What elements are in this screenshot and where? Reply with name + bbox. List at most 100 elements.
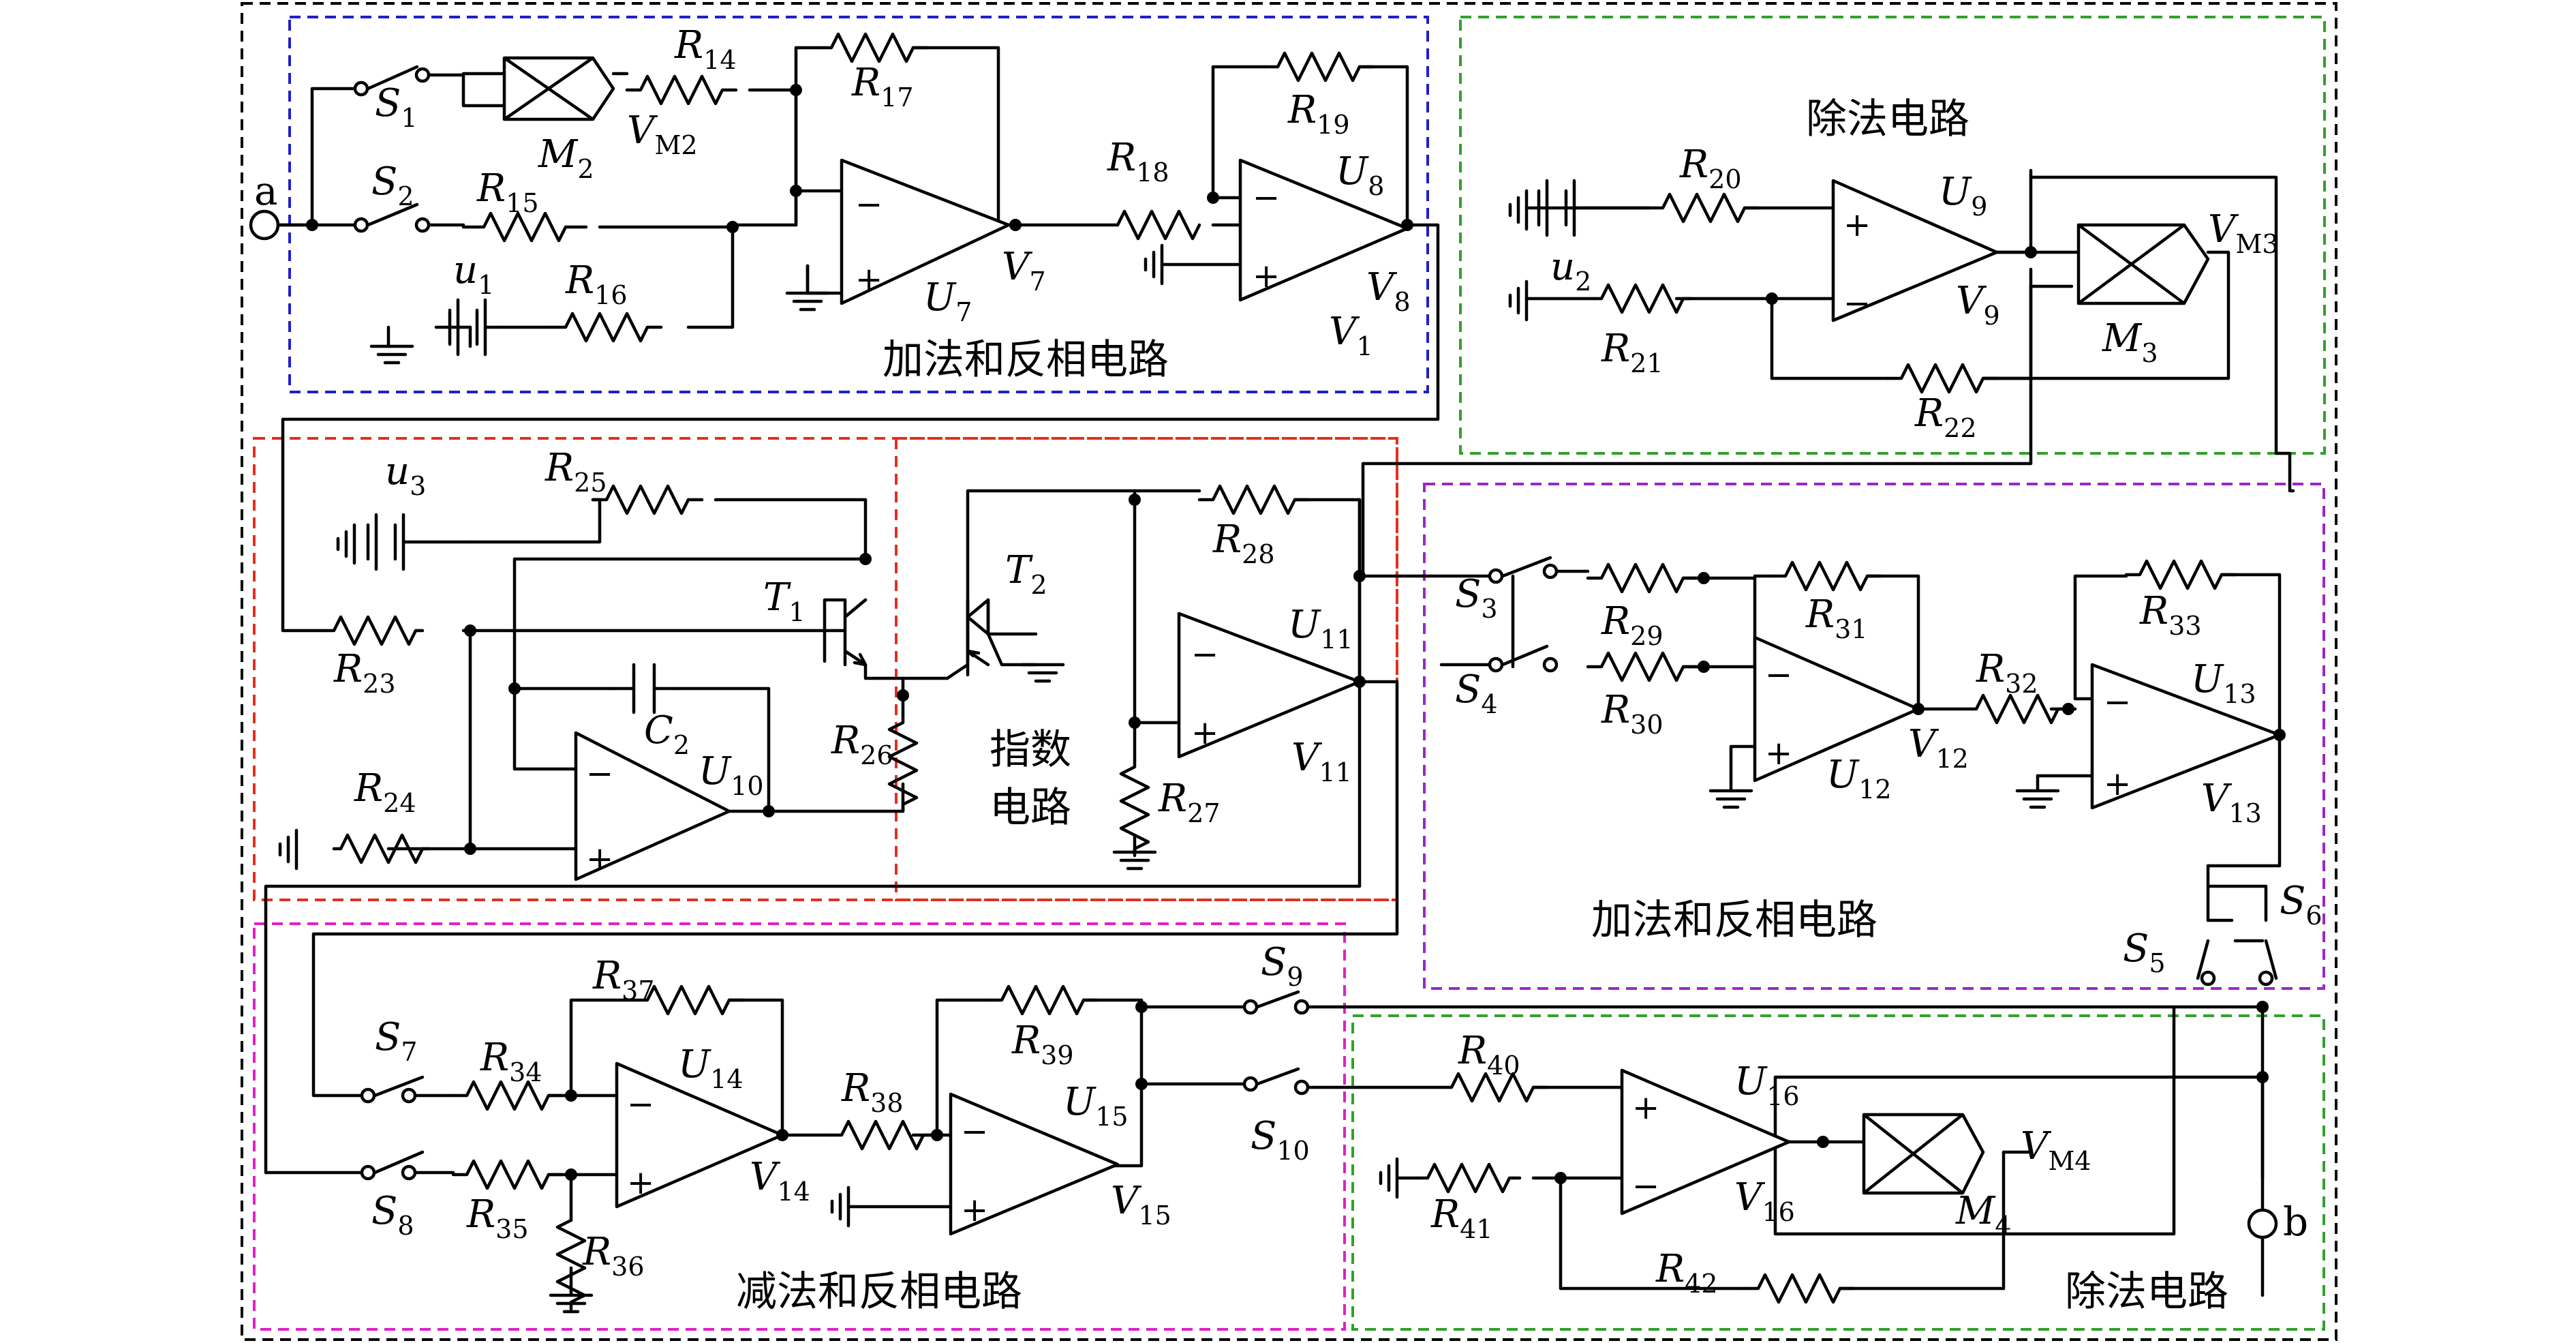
resistor-R40 bbox=[1436, 1072, 1549, 1103]
opamp-plus-sign: + bbox=[1191, 714, 1218, 752]
label-R39: R39 bbox=[1011, 1018, 1074, 1070]
resistor-R23 bbox=[325, 615, 425, 646]
label-R24: R24 bbox=[354, 766, 416, 818]
caption-exponent-line1: 指数 bbox=[990, 726, 1071, 774]
opamp-U16 bbox=[1620, 1068, 1791, 1216]
label-R42: R42 bbox=[1655, 1247, 1718, 1299]
label-U14: U14 bbox=[678, 1042, 743, 1094]
block-divider-bottom bbox=[1351, 1014, 2325, 1331]
resistor-R22 bbox=[1886, 363, 1999, 394]
switch-S4[interactable] bbox=[1501, 644, 1549, 667]
opamp-plus-sign: + bbox=[1253, 257, 1280, 295]
label-S4: S4 bbox=[1455, 667, 1498, 719]
ground-symbol bbox=[1112, 833, 1157, 871]
label-U10: U10 bbox=[699, 749, 764, 801]
block-subtractor bbox=[253, 922, 1346, 1331]
label-R16: R16 bbox=[565, 258, 628, 310]
ground-symbol bbox=[1379, 1157, 1420, 1199]
resistor-R19 bbox=[1262, 51, 1375, 82]
ground-symbol bbox=[830, 1186, 850, 1228]
label-V9: V9 bbox=[1956, 279, 2000, 331]
resistor-R20 bbox=[1647, 192, 1760, 224]
label-U11: U11 bbox=[1288, 603, 1353, 654]
block-exponent-inner bbox=[895, 437, 1398, 901]
resistor-R16 bbox=[550, 312, 663, 343]
switch-S7[interactable] bbox=[373, 1075, 425, 1098]
switch-S8[interactable] bbox=[373, 1150, 425, 1175]
resistor-R24 bbox=[332, 833, 431, 864]
label-U12: U12 bbox=[1826, 753, 1892, 804]
label-u1: u1 bbox=[453, 248, 494, 300]
battery-u3 bbox=[366, 513, 472, 571]
resistor-R36 bbox=[555, 1211, 587, 1311]
resistor-R14 bbox=[625, 74, 738, 106]
opamp-minus-sign: − bbox=[1253, 179, 1280, 217]
label-S7: S7 bbox=[375, 1015, 418, 1067]
caption-divider-top: 除法电路 bbox=[1806, 95, 1969, 143]
resistor-R30 bbox=[1586, 651, 1699, 682]
terminal-a[interactable] bbox=[249, 209, 280, 241]
opamp-U13 bbox=[2090, 663, 2282, 810]
multiplier-M4 bbox=[1862, 1113, 1985, 1195]
caption-adder-top: 加法和反相电路 bbox=[883, 336, 1169, 384]
opamp-minus-sign: − bbox=[855, 185, 883, 224]
label-u2: u2 bbox=[1550, 245, 1591, 297]
terminal-b[interactable] bbox=[2247, 1208, 2278, 1239]
resistor-R21 bbox=[1593, 283, 1692, 314]
label-S8: S8 bbox=[371, 1189, 414, 1241]
switch-S5[interactable] bbox=[2196, 939, 2210, 980]
label-S2: S2 bbox=[371, 160, 414, 211]
switch-S1[interactable] bbox=[366, 65, 419, 91]
resistor-R41 bbox=[1415, 1162, 1522, 1194]
ground-symbol bbox=[369, 344, 414, 365]
label-R19: R19 bbox=[1287, 88, 1350, 140]
label-V16: V16 bbox=[1734, 1175, 1795, 1227]
label-R35: R35 bbox=[466, 1192, 529, 1244]
label-U13: U13 bbox=[2191, 657, 2256, 709]
switch-S10[interactable] bbox=[1255, 1067, 1300, 1086]
resistor-R17 bbox=[816, 32, 929, 63]
opamp-U7 bbox=[840, 158, 1011, 305]
switch-S9[interactable] bbox=[1255, 990, 1300, 1009]
label-R17: R17 bbox=[851, 61, 914, 112]
opamp-plus-sign: + bbox=[627, 1164, 654, 1202]
label-R30: R30 bbox=[1601, 688, 1663, 740]
switch-S2[interactable] bbox=[366, 202, 419, 227]
label-R20: R20 bbox=[1679, 142, 1742, 194]
ground-symbol bbox=[278, 828, 298, 871]
switch-S6[interactable] bbox=[2264, 939, 2278, 980]
switch-S3[interactable] bbox=[1501, 556, 1552, 578]
resistor-R29 bbox=[1586, 562, 1699, 594]
label-R31: R31 bbox=[1805, 592, 1868, 644]
opamp-U12 bbox=[1753, 635, 1920, 783]
label-R15: R15 bbox=[476, 166, 539, 218]
label-V15: V15 bbox=[1111, 1179, 1171, 1231]
label-S6: S6 bbox=[2280, 879, 2322, 931]
label-V13: V13 bbox=[2201, 776, 2262, 828]
transistor-T1 bbox=[823, 598, 868, 667]
resistor-R42 bbox=[1743, 1273, 1856, 1304]
resistor-R37 bbox=[632, 984, 745, 1016]
label-R34: R34 bbox=[480, 1036, 542, 1087]
transistor-T2 bbox=[945, 598, 1038, 680]
opamp-minus-sign: − bbox=[1765, 656, 1792, 694]
label-U9: U9 bbox=[1939, 170, 1987, 222]
opamp-U14 bbox=[615, 1061, 784, 1209]
label-V7: V7 bbox=[1002, 245, 1046, 297]
label-S10: S10 bbox=[1251, 1114, 1310, 1166]
ground-symbol bbox=[1020, 663, 1065, 683]
label-R23: R23 bbox=[333, 647, 396, 699]
battery-u1 bbox=[448, 298, 500, 357]
label-R29: R29 bbox=[1601, 599, 1663, 651]
label-R33: R33 bbox=[2139, 589, 2202, 641]
capacitor-C2 bbox=[611, 663, 677, 714]
label-S3: S3 bbox=[1455, 572, 1498, 624]
opamp-plus-sign: + bbox=[1632, 1089, 1659, 1127]
opamp-minus-sign: − bbox=[1632, 1167, 1659, 1205]
label-R40: R40 bbox=[1458, 1029, 1520, 1081]
resistor-R31 bbox=[1770, 560, 1883, 592]
multiplier-M3 bbox=[2076, 223, 2210, 305]
label-R21: R21 bbox=[1601, 327, 1663, 378]
label-R37: R37 bbox=[592, 954, 655, 1006]
